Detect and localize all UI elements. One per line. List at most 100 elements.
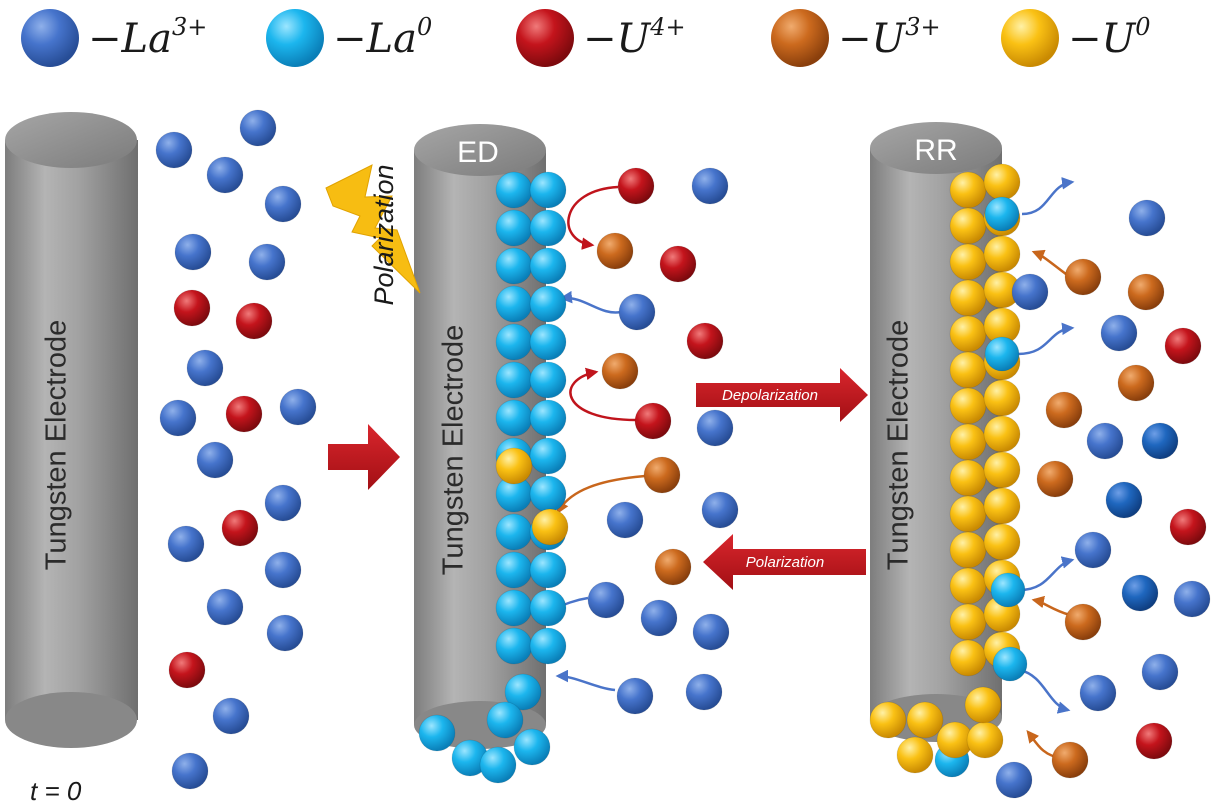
u4-ion [659, 245, 697, 283]
u3-ion [1064, 603, 1102, 641]
polarization-bolt-label: Polarization [369, 164, 399, 305]
u3-ion [643, 456, 681, 494]
u0-atom [949, 387, 987, 425]
la3-ion [1074, 531, 1112, 569]
la3-ion [167, 525, 205, 563]
la3-ion [995, 761, 1033, 799]
legend-swatch-la0 [266, 9, 324, 67]
u0-atom [949, 315, 987, 353]
u0-atom [949, 639, 987, 677]
la3-ion [1141, 653, 1179, 691]
la3-ion [279, 388, 317, 426]
legend-swatch-u0 [1001, 9, 1059, 67]
u4-ion [1164, 327, 1202, 365]
la0-atom [529, 361, 567, 399]
legend-label-la3: −La3+ [88, 13, 207, 62]
la0-atom [984, 196, 1020, 232]
la0-atom [529, 209, 567, 247]
u3-ion [1064, 258, 1102, 296]
la0-atom [486, 701, 524, 739]
u3-ion [601, 352, 639, 390]
la3-ion [171, 752, 209, 790]
la3-ion [159, 399, 197, 437]
la0-atom [529, 323, 567, 361]
la3-ion [1128, 199, 1166, 237]
u4-ion [1135, 722, 1173, 760]
la3-ion [691, 167, 729, 205]
u0-atom [949, 207, 987, 245]
u4-ion [634, 402, 672, 440]
la0-atom [529, 171, 567, 209]
la0-atom [529, 247, 567, 285]
u4-ion [1169, 508, 1207, 546]
la0-atom [495, 285, 533, 323]
la3-ion [618, 293, 656, 331]
u0-atom [983, 451, 1021, 489]
la3-ion [1105, 481, 1143, 519]
la3-ion [155, 131, 193, 169]
la3-ion [692, 613, 730, 651]
u4-ion [686, 322, 724, 360]
u0-atom [983, 235, 1021, 273]
u3-ion [1117, 364, 1155, 402]
la3-ion [206, 156, 244, 194]
la0-atom [495, 589, 533, 627]
u3-ion [1051, 741, 1089, 779]
u3-ion [654, 548, 692, 586]
la0-atom [513, 728, 551, 766]
la3-ion [174, 233, 212, 271]
la3-ion [264, 185, 302, 223]
la0-atom [529, 437, 567, 475]
la3-ion [616, 677, 654, 715]
legend-label-u4: −U4+ [583, 13, 686, 62]
la0-atom [495, 627, 533, 665]
electrode-left: Tungsten Electrode [5, 112, 138, 748]
la3-ion [587, 581, 625, 619]
la0-atom [495, 323, 533, 361]
u0-atom [983, 379, 1021, 417]
electrode-left-label: Tungsten Electrode [41, 320, 73, 570]
u0-atom [983, 487, 1021, 525]
la0-atom [984, 336, 1020, 372]
la3-ion [206, 588, 244, 626]
u4-ion [235, 302, 273, 340]
u4-ion [225, 395, 263, 433]
u4-ion [173, 289, 211, 327]
la3-ion [1100, 314, 1138, 352]
u0-atom [949, 351, 987, 389]
u0-atom [966, 721, 1004, 759]
la0-atom [495, 513, 533, 551]
u0-atom [531, 508, 569, 546]
legend-swatch-la3 [21, 9, 79, 67]
la0-atom [495, 171, 533, 209]
legend-swatch-u4 [516, 9, 574, 67]
electrode-middle: ED Tungsten Electrode [414, 124, 546, 749]
u0-atom [949, 279, 987, 317]
la0-atom [990, 572, 1026, 608]
u3-ion [1045, 391, 1083, 429]
lightning-bolt-icon [325, 164, 421, 294]
time-label: t = 0 [30, 776, 82, 806]
legend: −La3+−La0−U4+−U3+−U0 [21, 9, 1151, 67]
la0-atom [495, 399, 533, 437]
u0-atom [495, 447, 533, 485]
la0-atom [529, 285, 567, 323]
electrode-middle-label: Tungsten Electrode [438, 325, 470, 575]
la3-ion [264, 484, 302, 522]
la3-ion [1173, 580, 1211, 618]
la3-ion [248, 243, 286, 281]
la3-ion [186, 349, 224, 387]
la3-ion [1079, 674, 1117, 712]
la0-atom [992, 646, 1028, 682]
la3-ion [264, 551, 302, 589]
u4-ion [221, 509, 259, 547]
u0-atom [949, 603, 987, 641]
u0-atom [869, 701, 907, 739]
u0-atom [949, 423, 987, 461]
la3-ion [1011, 273, 1049, 311]
polarization-arrow-label: Polarization [746, 554, 824, 571]
la3-ion [685, 673, 723, 711]
u4-ion [617, 167, 655, 205]
right-arrow-icon [328, 424, 400, 490]
